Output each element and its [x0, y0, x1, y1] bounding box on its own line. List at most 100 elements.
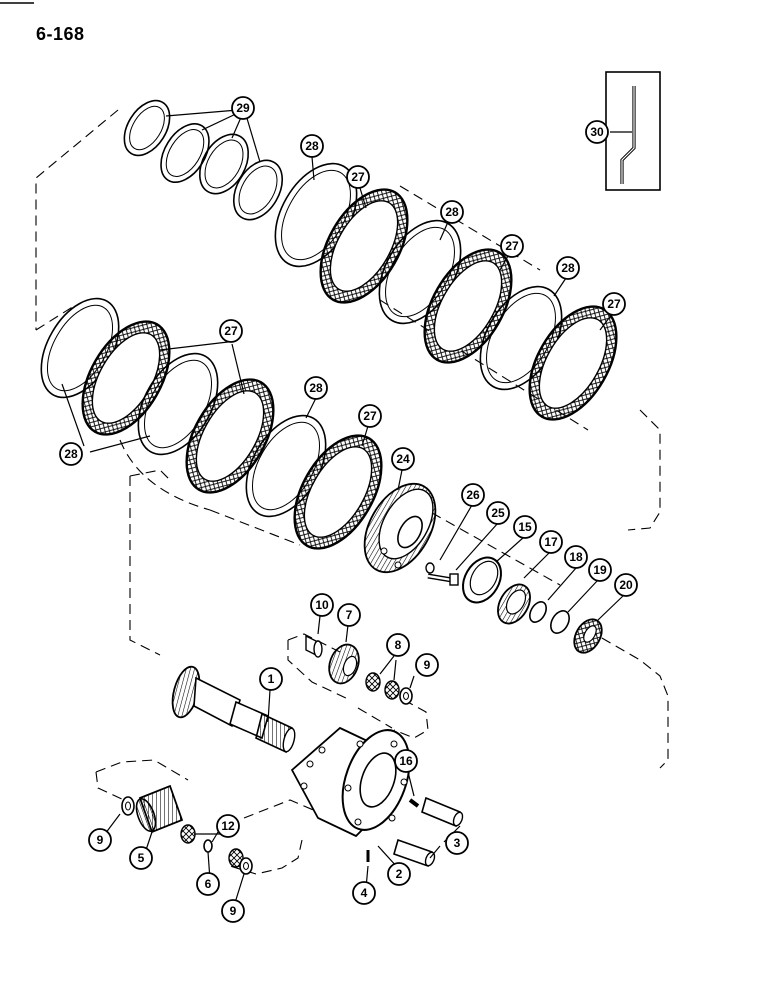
svg-text:9: 9	[230, 904, 237, 918]
callout-28-e: 28	[59, 442, 83, 466]
callout-27-e: 27	[358, 404, 382, 428]
group-outline-planet-gear	[287, 633, 429, 739]
callout-28-a: 28	[300, 134, 324, 158]
callout-28-b: 28	[440, 200, 464, 224]
callout-29: 29	[231, 96, 255, 120]
group-outline-shaft-assembly	[129, 469, 669, 769]
needle-bearing-12	[180, 824, 244, 868]
callout-19: 19	[588, 558, 612, 582]
separator-ring-29d	[232, 159, 284, 221]
svg-text:28: 28	[561, 261, 575, 275]
svg-text:9: 9	[424, 658, 431, 672]
planet-carrier-2	[290, 726, 411, 838]
friction-disc-27b	[423, 248, 513, 364]
callout-18: 18	[564, 545, 588, 569]
callout-9-b: 9	[88, 828, 112, 852]
svg-text:27: 27	[505, 239, 519, 253]
svg-text:6: 6	[205, 877, 212, 891]
callout-10: 10	[310, 593, 334, 617]
callout-5: 5	[129, 846, 153, 870]
pin-16	[408, 798, 420, 808]
shaft-1	[171, 665, 296, 754]
friction-disc-27c	[528, 305, 618, 421]
svg-text:27: 27	[351, 170, 365, 184]
callout-17: 17	[539, 530, 563, 554]
thrust-bearing-20	[573, 618, 603, 654]
callout-2: 2	[387, 862, 411, 886]
svg-text:16: 16	[399, 754, 413, 768]
thrust-washer-9c	[239, 857, 253, 875]
washer-19	[550, 610, 570, 634]
svg-text:8: 8	[395, 638, 402, 652]
friction-disc-27a	[319, 188, 409, 304]
svg-text:30: 30	[590, 125, 604, 139]
bearing-17	[497, 583, 531, 625]
svg-text:12: 12	[221, 819, 235, 833]
callout-3: 3	[445, 831, 469, 855]
friction-disc-27f	[293, 434, 383, 550]
callout-26: 26	[461, 483, 485, 507]
svg-text:27: 27	[224, 324, 238, 338]
svg-text:3: 3	[454, 836, 461, 850]
spacer-6	[203, 839, 213, 853]
svg-text:15: 15	[518, 520, 532, 534]
friction-disc-27d	[81, 320, 171, 436]
sleeve-10	[305, 634, 323, 658]
page-number: 6-168	[36, 24, 85, 44]
callout-27-b: 27	[500, 234, 524, 258]
svg-text:28: 28	[305, 139, 319, 153]
svg-text:17: 17	[544, 535, 558, 549]
callout-30: 30	[585, 120, 609, 144]
snap-ring-18	[529, 601, 547, 623]
callout-27-a: 27	[346, 165, 370, 189]
callout-15: 15	[513, 515, 537, 539]
seal-15	[462, 556, 502, 604]
svg-text:28: 28	[309, 381, 323, 395]
thrust-washer-9b	[121, 796, 135, 816]
callout-12: 12	[216, 814, 240, 838]
svg-text:26: 26	[466, 488, 480, 502]
callout-27-d: 27	[219, 319, 243, 343]
callout-20: 20	[614, 573, 638, 597]
leader-lines	[61, 109, 632, 907]
separator-ring-29c	[198, 133, 250, 195]
svg-text:7: 7	[346, 608, 353, 622]
callout-9-a: 9	[415, 653, 439, 677]
callout-9-c: 9	[221, 899, 245, 923]
callout-28-d: 28	[304, 376, 328, 400]
friction-disc-27e	[185, 378, 275, 494]
svg-text:29: 29	[236, 101, 250, 115]
callout-1: 1	[259, 667, 283, 691]
thrust-washer-9a	[399, 687, 413, 705]
washer-26	[425, 562, 435, 574]
svg-text:1: 1	[268, 672, 275, 686]
svg-text:9: 9	[97, 833, 104, 847]
svg-text:28: 28	[64, 447, 78, 461]
bolt-25	[427, 573, 459, 586]
callout-6: 6	[196, 872, 220, 896]
separator-ring-29a	[123, 99, 171, 157]
piston-24	[363, 482, 437, 574]
callout-8: 8	[386, 633, 410, 657]
needle-bearing-8	[365, 672, 400, 700]
svg-text:5: 5	[138, 851, 145, 865]
svg-text:27: 27	[607, 297, 621, 311]
svg-text:18: 18	[569, 550, 583, 564]
svg-text:19: 19	[593, 563, 607, 577]
callout-25: 25	[486, 501, 510, 525]
svg-text:25: 25	[491, 506, 505, 520]
callout-28-c: 28	[556, 256, 580, 280]
pin-3-upper	[421, 796, 464, 828]
svg-text:4: 4	[361, 886, 368, 900]
svg-text:28: 28	[445, 205, 459, 219]
pinion-gear-5	[135, 784, 184, 834]
callout-4: 4	[352, 881, 376, 905]
svg-text:27: 27	[363, 409, 377, 423]
callout-7: 7	[337, 603, 361, 627]
svg-text:24: 24	[396, 452, 410, 466]
svg-text:10: 10	[315, 598, 329, 612]
svg-text:20: 20	[619, 578, 633, 592]
callout-24: 24	[391, 447, 415, 471]
callout-16: 16	[394, 749, 418, 773]
